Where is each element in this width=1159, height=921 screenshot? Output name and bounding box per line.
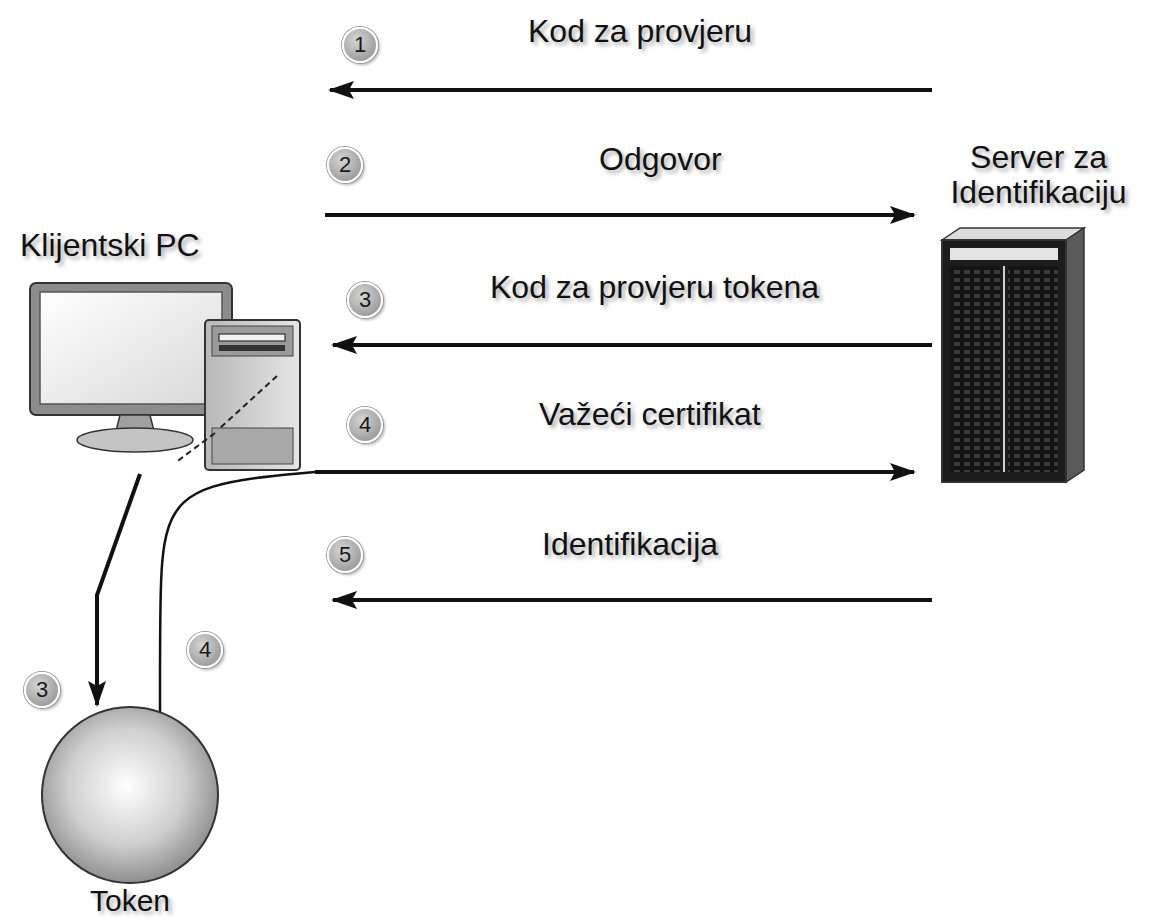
edge-label: Kod za provjeru tokena [490, 270, 819, 305]
token-outline [42, 707, 218, 883]
callout-number: 4 [347, 407, 383, 443]
edge-label: Odgovor [599, 142, 722, 177]
message-arrow [315, 470, 914, 474]
message-arrow [333, 343, 932, 347]
edge-label: Važeći certifikat [539, 397, 761, 432]
callout-number: 2 [327, 147, 363, 183]
message-arrow [333, 598, 932, 602]
node-label: Klijentski PC [20, 228, 315, 263]
callout-number: 3 [347, 282, 383, 318]
illustration [15, 228, 315, 480]
illustration [35, 700, 225, 890]
callout-number: 4 [187, 632, 223, 668]
node-label: Token [35, 884, 225, 917]
client-pc: Klijentski PC [15, 228, 315, 480]
callout-number: 5 [327, 537, 363, 573]
callout-number: 1 [342, 27, 378, 63]
edge-label: Kod za provjeru [528, 14, 752, 49]
message-arrow [330, 88, 932, 92]
token: Token [35, 700, 225, 918]
token-cable [160, 472, 315, 712]
identification-server: Server za Identifikaciju [922, 140, 1155, 485]
edge-label: Identifikacija [542, 527, 718, 562]
callout-number: 3 [24, 672, 60, 708]
message-arrow [97, 474, 140, 705]
node-label: Server za Identifikaciju [922, 140, 1155, 210]
message-arrow [325, 213, 914, 217]
